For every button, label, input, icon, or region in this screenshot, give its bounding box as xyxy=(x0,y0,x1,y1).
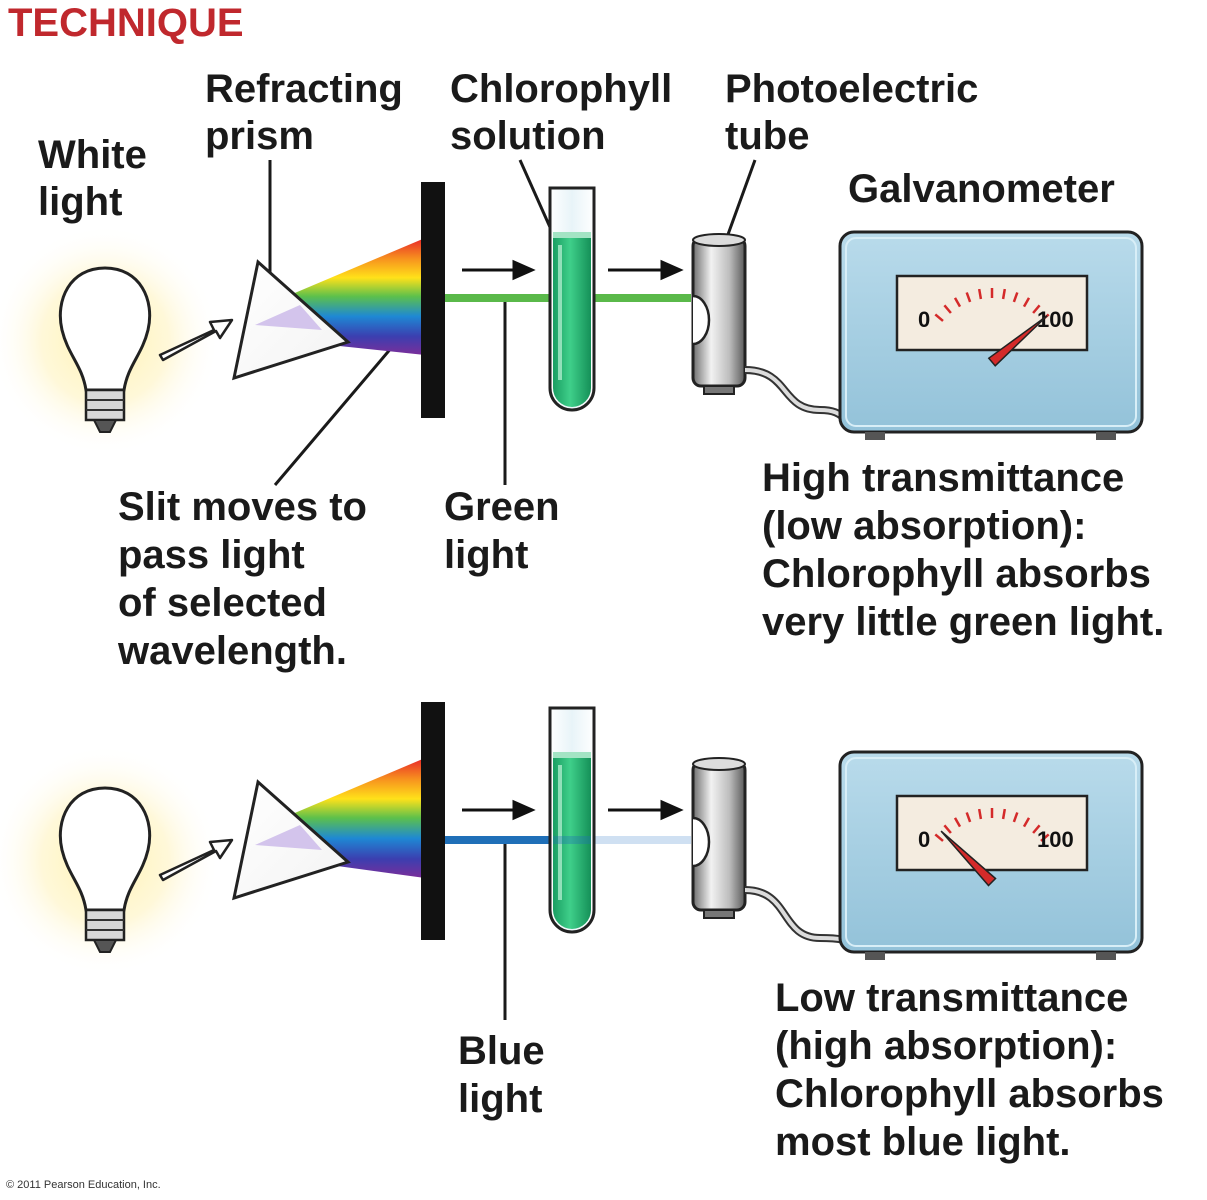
prism-label: Refracting prism xyxy=(205,67,403,158)
prism-label-line-2: prism xyxy=(205,114,314,158)
meter-tick xyxy=(934,313,944,322)
meter-min-label: 0 xyxy=(918,827,930,852)
meter-needle xyxy=(940,830,997,887)
chlorophyll-label-line-2: solution xyxy=(450,114,606,158)
meter-tick xyxy=(965,812,972,823)
green-light-label-line-2: light xyxy=(444,533,528,577)
blue-beam xyxy=(445,836,557,844)
meter-ticks xyxy=(934,808,1050,842)
meter-tick xyxy=(943,304,952,314)
meter-tick xyxy=(977,288,983,300)
meter-cable xyxy=(744,886,846,944)
meter-tick xyxy=(943,824,952,834)
photo-tube-label-line-2: tube xyxy=(725,114,809,158)
beam-arrow-2-icon xyxy=(608,259,684,281)
result-top-line-2: (low absorption): xyxy=(762,504,1086,548)
panel-green: 0 100 High transmittance (low absorption… xyxy=(0,182,1164,644)
meter-tick xyxy=(965,292,972,303)
light-bulb-icon xyxy=(58,266,152,433)
arrow-to-prism-icon xyxy=(158,838,234,882)
meter-tick xyxy=(1032,824,1041,834)
result-top-line-4: very little green light. xyxy=(762,600,1164,644)
diagram-title: TECHNIQUE xyxy=(8,1,244,45)
meter-tick xyxy=(934,833,944,842)
result-bottom-line-1: Low transmittance xyxy=(775,976,1128,1020)
slit-label-line-3: of selected xyxy=(118,581,327,625)
result-text-bottom: Low transmittance (high absorption): Chl… xyxy=(775,976,1164,1164)
result-bottom-line-3: Chlorophyll absorbs xyxy=(775,1072,1164,1116)
blue-light-label-line-1: Blue xyxy=(458,1029,545,1073)
meter-tick xyxy=(953,817,962,828)
meter-tick xyxy=(1032,304,1041,314)
test-tube-icon xyxy=(548,186,596,412)
beam-arrow-1-icon xyxy=(462,259,536,281)
result-text-top: High transmittance (low absorption): Chl… xyxy=(762,456,1164,644)
blue-light-label-line-2: light xyxy=(458,1077,542,1121)
slit-label-line-1: Slit moves to xyxy=(118,485,367,529)
prism-dispersion xyxy=(255,825,322,850)
prism-label-line-1: Refracting xyxy=(205,67,403,111)
panel-blue: 0 100 Low transmittance (high absorption… xyxy=(0,702,1164,1164)
chlorophyll-label: Chlorophyll solution xyxy=(450,67,672,158)
galvanometer-icon xyxy=(838,750,1144,960)
meter-max-label: 100 xyxy=(1037,827,1074,852)
slit-barrier xyxy=(421,182,445,418)
slit-label-line-2: pass light xyxy=(118,533,305,577)
blue-light-label: Blue light xyxy=(458,1029,545,1121)
white-light-label-line-2: light xyxy=(38,180,122,224)
result-top-line-3: Chlorophyll absorbs xyxy=(762,552,1151,596)
meter-tick xyxy=(977,808,983,820)
light-bulb-icon xyxy=(58,786,152,953)
meter-min-label: 0 xyxy=(918,307,930,332)
galvanometer-label: Galvanometer xyxy=(848,167,1115,211)
meter-tick xyxy=(1040,833,1050,842)
test-tube-icon xyxy=(548,706,596,934)
meter-tick xyxy=(1022,817,1031,828)
prism-dispersion xyxy=(255,305,322,330)
photo-tube-label-line-1: Photoelectric xyxy=(725,67,978,111)
slit-barrier xyxy=(421,702,445,940)
meter-tick xyxy=(1001,288,1007,300)
arrow-to-prism-icon xyxy=(158,318,234,362)
slit-label: Slit moves to pass light of selected wav… xyxy=(117,485,367,673)
photo-tube-label: Photoelectric tube xyxy=(725,67,978,158)
result-bottom-line-2: (high absorption): xyxy=(775,1024,1117,1068)
chlorophyll-label-line-1: Chlorophyll xyxy=(450,67,672,111)
beam-arrow-1-icon xyxy=(462,799,536,821)
white-light-label: White light xyxy=(38,133,147,224)
result-bottom-line-4: most blue light. xyxy=(775,1120,1071,1164)
meter-tick xyxy=(1022,297,1031,308)
green-light-label: Green light xyxy=(444,485,560,577)
meter-tick xyxy=(1012,292,1019,303)
beam-arrow-2-icon xyxy=(608,799,684,821)
meter-needle xyxy=(987,315,1048,367)
photoelectric-tube-icon xyxy=(691,233,747,395)
photoelectric-tube-icon xyxy=(691,757,747,919)
meter-tick xyxy=(1001,808,1007,820)
green-light-label-line-1: Green xyxy=(444,485,560,529)
meter-tick xyxy=(1012,812,1019,823)
galvanometer-icon xyxy=(838,230,1144,440)
result-top-line-1: High transmittance xyxy=(762,456,1124,500)
slit-label-line-4: wavelength. xyxy=(117,629,347,673)
white-light-label-line-1: White xyxy=(38,133,147,177)
copyright-notice: © 2011 Pearson Education, Inc. xyxy=(6,1179,161,1191)
meter-tick xyxy=(953,297,962,308)
transmitted-beam xyxy=(594,836,691,844)
